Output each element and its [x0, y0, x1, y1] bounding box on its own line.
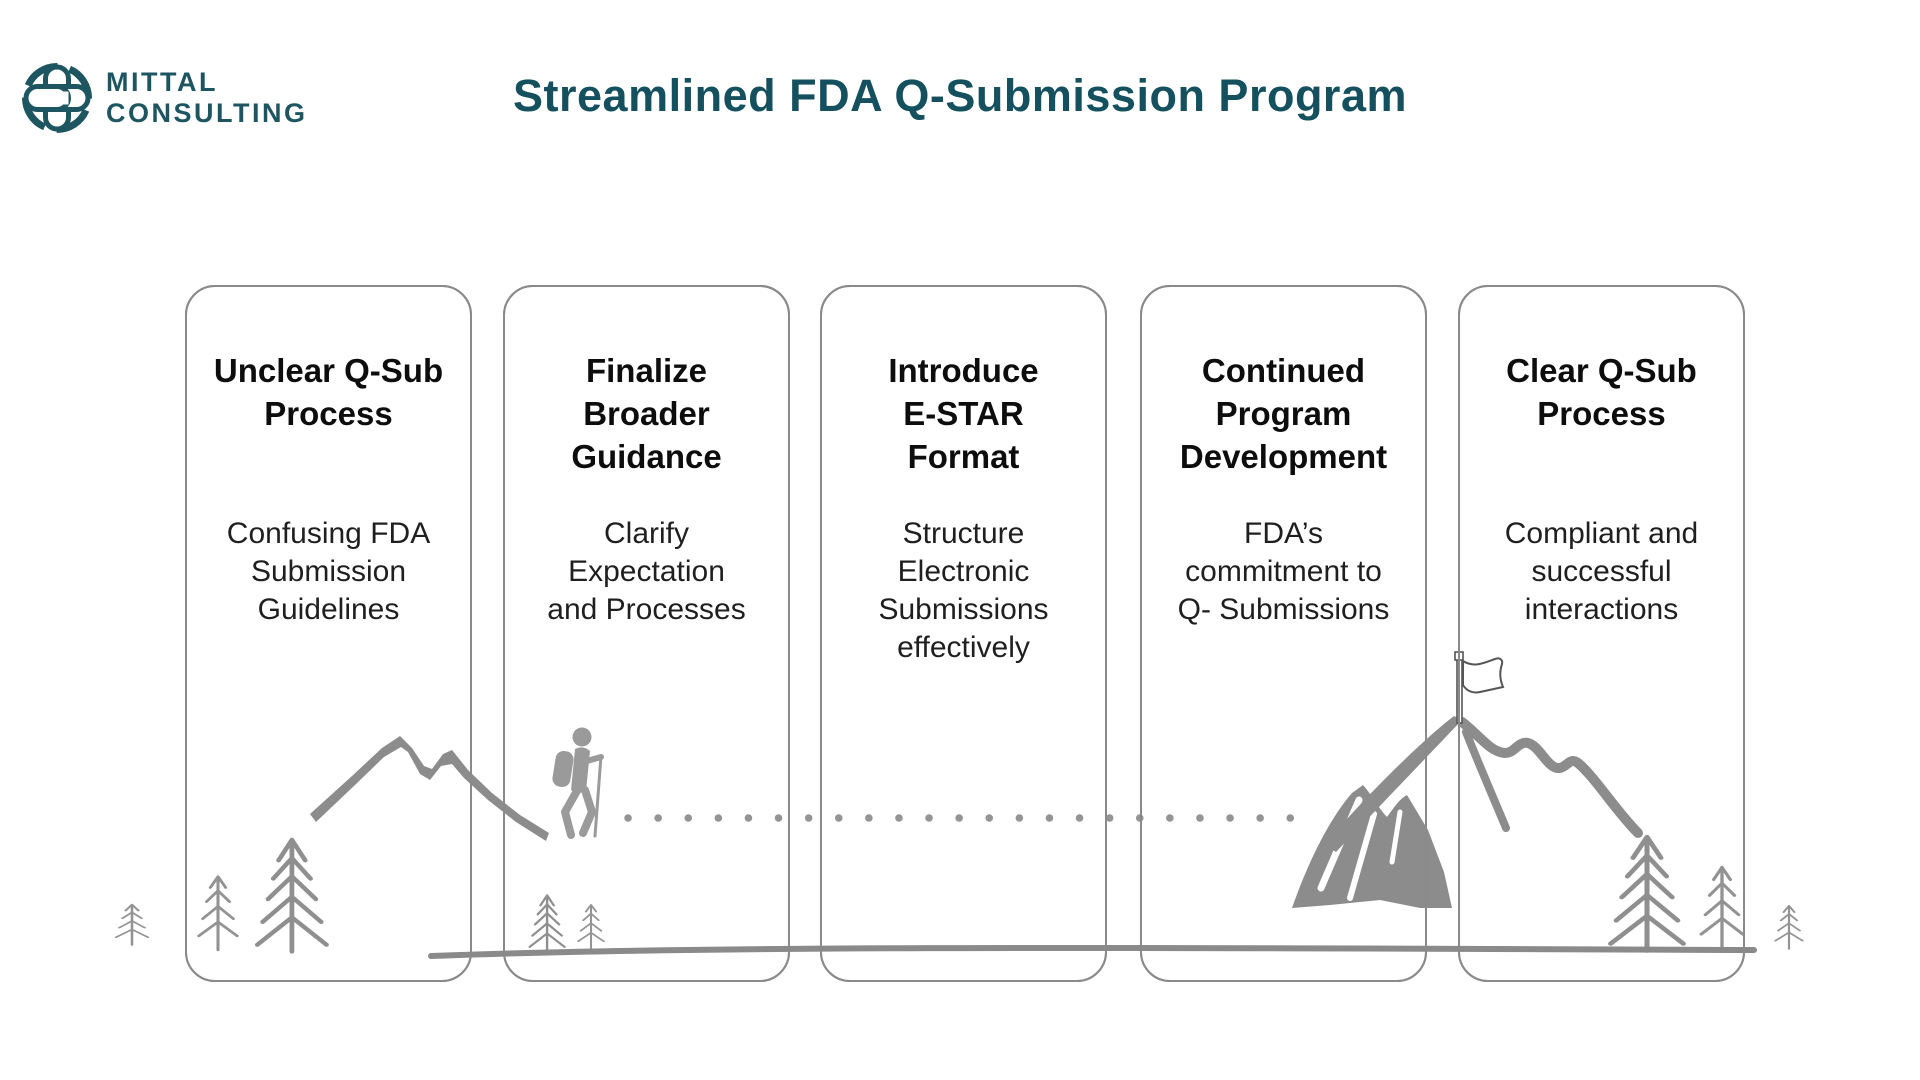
card-title: Introduce E-STAR Format — [888, 352, 1039, 475]
card-clear-qsub-process: Clear Q-Sub Process Compliant and succes… — [1458, 285, 1745, 982]
card-description: Confusing FDA Submission Guidelines — [226, 517, 431, 626]
medical-cross-knot-icon — [22, 62, 92, 133]
card-description: Structure Electronic Submissions effecti… — [878, 517, 1049, 664]
card-description: Clarify Expectation and Processes — [547, 517, 746, 626]
card-continued-program-development: Continued Program Development FDA’s comm… — [1140, 285, 1427, 982]
logo-line1: MITTAL — [106, 67, 218, 97]
logo-text: MITTAL CONSULTING — [106, 67, 308, 129]
card-introduce-estar-format: Introduce E-STAR Format Structure Electr… — [820, 285, 1107, 982]
company-logo: MITTAL CONSULTING — [22, 60, 308, 136]
card-title: Continued Program Development — [1179, 352, 1388, 475]
logo-line2: CONSULTING — [106, 98, 308, 128]
card-title: Unclear Q-Sub Process — [213, 352, 444, 432]
card-title: Finalize Broader Guidance — [571, 352, 722, 475]
card-description: FDA’s commitment to Q- Submissions — [1177, 517, 1390, 626]
card-unclear-qsub-process: Unclear Q-Sub Process Confusing FDA Subm… — [185, 285, 472, 982]
card-description: Compliant and successful interactions — [1504, 517, 1699, 626]
card-finalize-broader-guidance: Finalize Broader Guidance Clarify Expect… — [503, 285, 790, 982]
card-title: Clear Q-Sub Process — [1506, 352, 1697, 432]
page-title: Streamlined FDA Q-Submission Program — [513, 70, 1407, 121]
